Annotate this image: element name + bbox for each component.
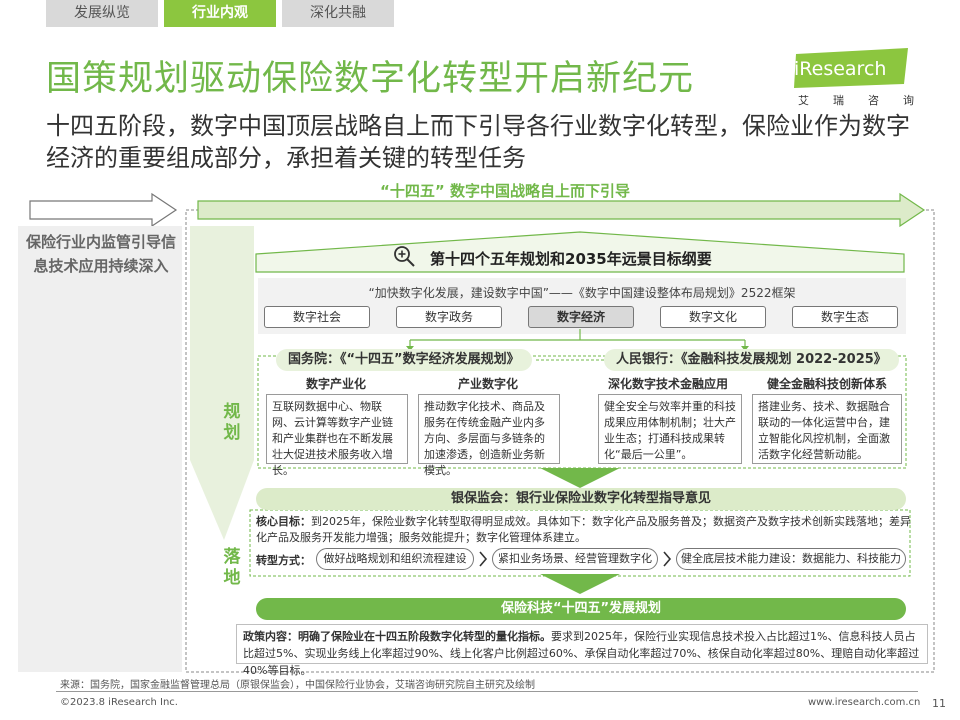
core-goal: 核心目标：到2025年，保险业数字化转型取得明显成效。具体如下：数字化产品及服务… bbox=[256, 514, 912, 546]
top-arrow-icon bbox=[197, 192, 926, 228]
core-goal-label: 核心目标： bbox=[256, 515, 311, 528]
pillar-digital-economy: 数字经济 bbox=[528, 306, 634, 328]
insurtech-bar: 保险科技“十四五”发展规划 bbox=[256, 598, 906, 620]
tab-overview[interactable]: 发展纵览 bbox=[46, 0, 158, 27]
column-title: 深化数字技术金融应用 bbox=[607, 377, 728, 391]
policy-content: 政策内容：明确了保险业在十四五阶段数字化转型的量化指标。要求到2025年，保险行… bbox=[236, 624, 928, 677]
column-text: 互联网数据中心、物联网、云计算等数字产业链和产业集群也在不断发展壮大促进技术服务… bbox=[266, 394, 408, 477]
logo-cn-char: 瑞 bbox=[833, 94, 844, 107]
page-subtitle: 十四五阶段，数字中国顶层战略自上而下引导各行业数字化转型，保险业作为数字经济的重… bbox=[46, 112, 910, 172]
copyright: ©2023.8 iResearch Inc. bbox=[60, 697, 178, 708]
column-text: 健全安全与效率并重的科技成果应用体制机制；壮大产业生态；打通科技成果转化“最后一… bbox=[598, 394, 742, 464]
iresearch-logo bbox=[794, 48, 908, 88]
column-text: 搭建业务、技术、数据融合联动的一体化运营中台，建立智能化风控机制，全面激活数字化… bbox=[752, 394, 902, 464]
column-text: 推动数字化技术、商品及服务在传统金融产业内多方向、多层面与多链条的加速渗透，创造… bbox=[418, 394, 560, 477]
magnifier-plus-icon bbox=[394, 246, 415, 267]
page-title: 国策规划驱动保险数字化转型开启新纪元 bbox=[46, 59, 695, 99]
logo-cn-char: 艾 bbox=[798, 94, 809, 107]
left-panel bbox=[18, 226, 182, 672]
plan-ribbon bbox=[255, 231, 905, 273]
pillar-digital-culture: 数字文化 bbox=[660, 306, 766, 328]
tab-industry[interactable]: 行业内观 bbox=[164, 0, 276, 27]
down-arrow-icon bbox=[540, 574, 620, 594]
column-title: 健全金融科技创新体系 bbox=[766, 377, 887, 391]
policy-content-label: 政策内容：明确了保险业在十四五阶段数字化转型的量化指标。 bbox=[243, 630, 551, 643]
down-arrow-icon bbox=[540, 468, 620, 488]
chevron-right-icon bbox=[663, 551, 672, 567]
section-tabs: 发展纵览 行业内观 深化共融 bbox=[46, 0, 400, 28]
policy-pboc: 人民银行：《金融科技发展规划 2022-2025》 bbox=[604, 349, 899, 371]
mode-pill: 健全底层技术能力建设：数据能力、科技能力 bbox=[676, 548, 906, 570]
column-title: 产业数字化 bbox=[457, 377, 518, 391]
chevron-right-icon bbox=[479, 551, 488, 567]
pillar-digital-ecology: 数字生态 bbox=[792, 306, 898, 328]
page-number: 11 bbox=[932, 697, 946, 710]
column-title: 数字产业化 bbox=[305, 377, 366, 391]
label-land: 落地 bbox=[223, 547, 241, 588]
label-plan: 规划 bbox=[223, 402, 241, 443]
footer-divider bbox=[56, 691, 918, 692]
mode-pill: 做好战略规划和组织流程建设 bbox=[316, 548, 474, 570]
logo-brand: iResearch bbox=[794, 58, 887, 80]
cbirc-bar: 银保监会：银行业保险业数字化转型指导意见 bbox=[256, 488, 906, 510]
framework-text: “加快数字化发展，建设数字中国”——《数字中国建设整体布局规划》2522框架 bbox=[368, 286, 796, 300]
logo-cn-char: 询 bbox=[903, 94, 914, 107]
banner-label: “十四五” 数字中国战略自上而下引导 bbox=[380, 182, 630, 200]
logo-cn: 艾 瑞 咨 询 bbox=[798, 92, 914, 108]
source-note: 来源：国务院，国家金融监督管理总局（原银保监会），中国保险行业协会，艾瑞咨询研究… bbox=[60, 680, 535, 691]
policy-content-text: 要求到2025年，保险行业实现信息技术投入占比超过1%、信息科技人员占比超过5%… bbox=[243, 630, 920, 677]
mode-pill: 紧扣业务场景、经营管理数字化 bbox=[492, 548, 658, 570]
mode-label: 转型方式： bbox=[256, 554, 311, 567]
core-goal-text: 到2025年，保险业数字化转型取得明显成效。具体如下：数字化产品及服务普及；数据… bbox=[256, 515, 911, 544]
site-url[interactable]: www.iresearch.com.cn bbox=[808, 697, 921, 708]
logo-cn-char: 咨 bbox=[868, 94, 879, 107]
pillar-digital-society: 数字社会 bbox=[264, 306, 370, 328]
policy-state-council: 国务院：《“十四五”数字经济发展规划》 bbox=[276, 349, 532, 371]
big-down-arrow bbox=[190, 226, 254, 540]
pillar-digital-government: 数字政务 bbox=[396, 306, 502, 328]
tab-integration[interactable]: 深化共融 bbox=[282, 0, 394, 27]
left-note: 保险行业内监管引导信息技术应用持续深入 bbox=[25, 233, 176, 275]
left-arrow-icon bbox=[29, 192, 178, 228]
plan-title: 第十四个五年规划和2035年远景目标纲要 bbox=[430, 250, 712, 268]
